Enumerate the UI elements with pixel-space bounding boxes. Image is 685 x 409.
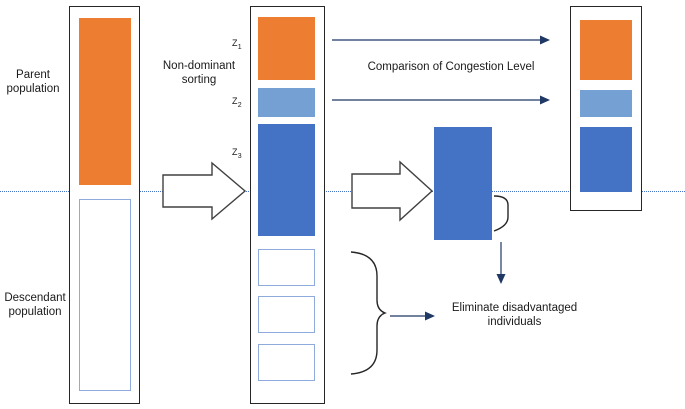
front-label-z2-text: Z [232,96,238,106]
descendant-population-label: Descendant population [4,292,66,318]
front-label-z1: Z1 [232,38,242,53]
parent-population-label: Parent population [6,69,60,95]
front-label-z3-text: Z [232,147,238,157]
next-gen-z2-block [580,90,632,117]
descendant-population-block [79,199,131,391]
front-z1-block [258,17,315,80]
front-label-z2-sub: 2 [237,101,242,109]
parent-population-block [79,18,131,185]
brace-discarded [350,251,387,375]
separator-dotted-line [0,191,685,192]
brace-crowding [493,195,509,232]
eliminate-arrow-down [496,242,506,284]
discarded-block-3 [258,344,315,381]
discarded-block-1 [258,249,315,286]
comparison-arrow-bottom [332,95,550,105]
front-label-z3-sub: 3 [237,152,242,160]
front-label-z2: Z2 [232,96,242,111]
front-label-z1-text: Z [232,38,238,48]
front-z2-block [258,88,315,117]
front-z3-block [258,124,315,236]
eliminate-disadvantaged-label: Eliminate disadvantaged individuals [451,302,578,328]
discarded-block-2 [258,296,315,333]
next-gen-z1-block [580,20,632,80]
comparison-of-congestion-level-label: Comparison of Congestion Level [367,61,535,73]
front-label-z1-sub: 1 [237,43,242,51]
next-gen-z3-block [580,127,632,192]
comparison-arrow-top [332,35,550,45]
eliminate-arrow [390,311,435,321]
non-dominant-sorting-label: Non-dominant sorting [162,60,236,86]
front-label-z3: Z3 [232,147,242,162]
crowding-distance-block [434,127,492,240]
